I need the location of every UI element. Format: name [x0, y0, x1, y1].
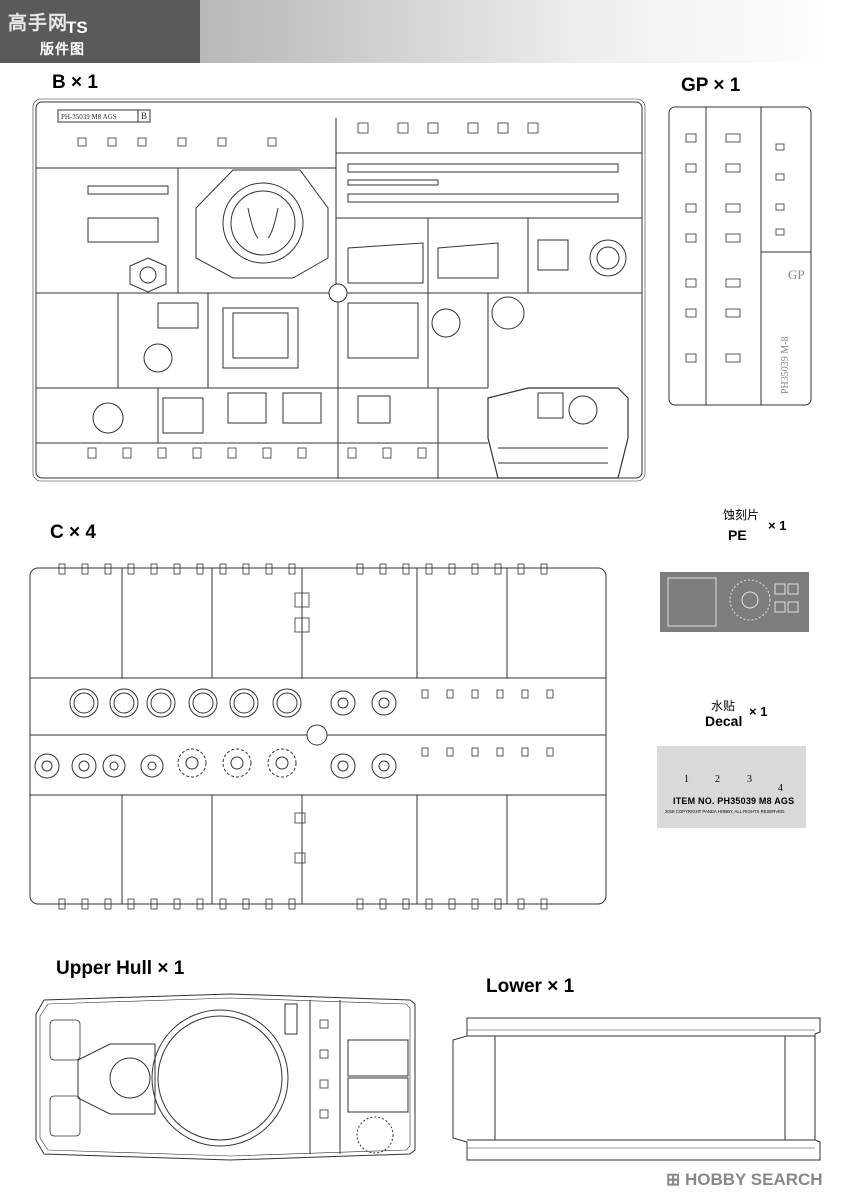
decal-label-cn: 水贴 — [711, 699, 736, 713]
hobby-search-watermark: ⊞ HOBBY SEARCH — [666, 1170, 823, 1190]
header-title-cn: 版件图 — [40, 41, 85, 57]
pe-fret-detail — [667, 577, 799, 627]
sprue-c-drawing — [29, 563, 607, 910]
decal-copyright: 2018 COPYRIGHT PANDA HOBBY, ALL RIGHTS R… — [665, 809, 786, 814]
svg-text:PH35039 M-8: PH35039 M-8 — [780, 336, 791, 394]
decal-number-3: 3 — [747, 774, 752, 785]
pe-qty: × 1 — [768, 518, 787, 533]
watermark-logo-icon: ⊞ — [666, 1170, 685, 1189]
upper-hull-label: Upper Hull × 1 — [56, 958, 185, 979]
header-title-en: TS — [66, 18, 88, 37]
sprue-c-label: C × 4 — [50, 522, 96, 543]
decal-label-en: Decal — [705, 713, 743, 729]
sprue-gp-drawing: GP PH35039 M-8 — [668, 106, 812, 406]
lower-hull-drawing — [452, 1017, 821, 1161]
header-dark-block — [0, 0, 200, 63]
decal-sheet: 1 2 3 4 ITEM NO. PH35039 M8 AGS 2018 COP… — [657, 746, 806, 828]
pe-label-cn: 蚀刻片 — [723, 508, 760, 522]
pe-label-en: PE — [728, 527, 747, 543]
logo-text: 高手网 — [8, 13, 69, 34]
sprue-b-label: B × 1 — [52, 72, 98, 93]
decal-item-line: ITEM NO. PH35039 M8 AGS — [673, 796, 795, 806]
svg-text:GP: GP — [788, 267, 805, 282]
decal-number-4: 4 — [778, 783, 783, 794]
svg-text:B: B — [141, 111, 147, 121]
lower-hull-label: Lower × 1 — [486, 976, 575, 997]
pe-fret — [660, 572, 809, 632]
svg-text:PH-35039 M8 AGS: PH-35039 M8 AGS — [61, 113, 117, 121]
sprue-gp-label: GP × 1 — [681, 75, 741, 96]
decal-number-1: 1 — [684, 774, 689, 785]
sprue-b-drawing: PH-35039 M8 AGS B — [32, 98, 646, 482]
decal-number-2: 2 — [715, 774, 720, 785]
upper-hull-drawing — [35, 993, 416, 1161]
watermark-text: HOBBY SEARCH — [684, 1170, 823, 1189]
decal-qty: × 1 — [749, 704, 768, 719]
site-logo[interactable]: 高手网 — [8, 8, 68, 35]
